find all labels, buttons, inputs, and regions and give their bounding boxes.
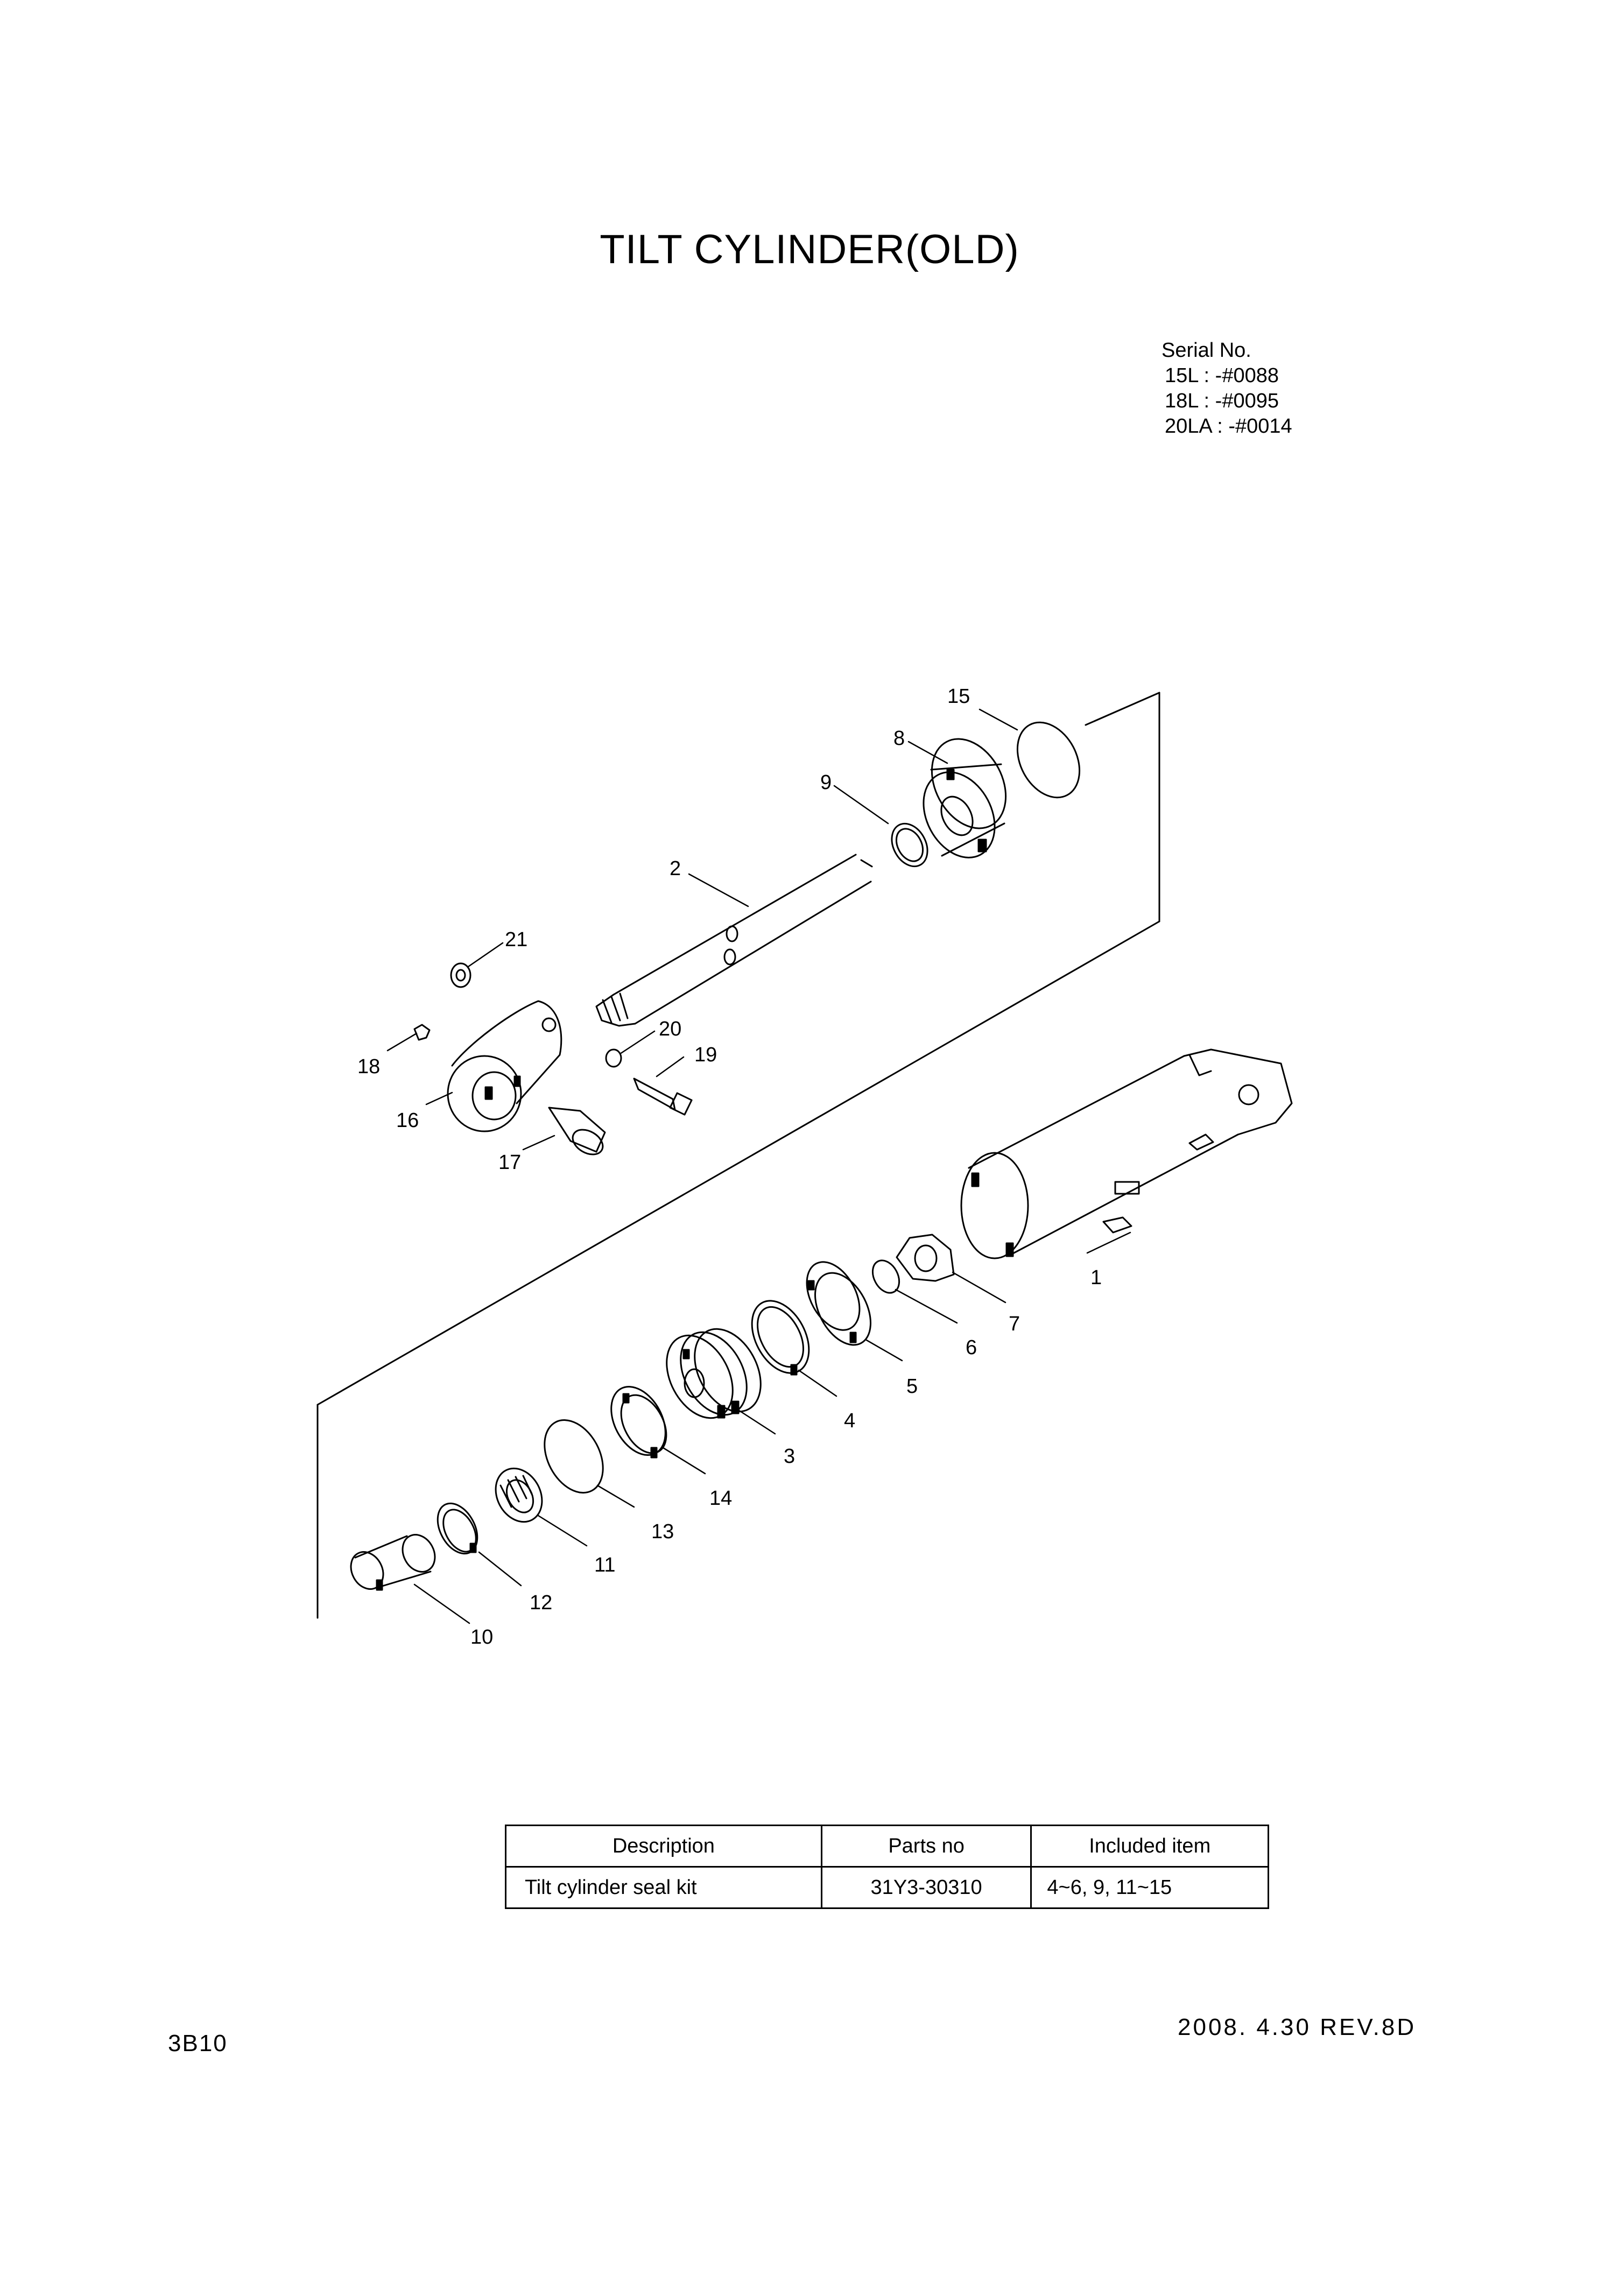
callout-3: 3	[784, 1445, 795, 1468]
page-title: TILT CYLINDER(OLD)	[600, 227, 1019, 272]
part-14-back-up-ring	[610, 1386, 667, 1459]
callout-15: 15	[947, 685, 970, 708]
callout-12: 12	[530, 1591, 552, 1614]
callout-19: 19	[694, 1044, 717, 1066]
callout-9: 9	[820, 771, 832, 794]
callout-21: 21	[505, 928, 527, 951]
part-6-o-ring	[871, 1259, 900, 1294]
cell-parts-no: 31Y3-30310	[820, 1866, 1032, 1909]
part-1-tube-assembly	[960, 1048, 1293, 1259]
callout-18: 18	[357, 1055, 380, 1078]
callout-numbers: 1 2 3 4 5 6 7 8 9 10 11 12 13 14 15 16 1…	[357, 685, 1102, 1649]
part-12-dust-wiper	[437, 1502, 478, 1555]
part-15-o-ring	[1016, 721, 1081, 799]
callout-16: 16	[396, 1109, 419, 1132]
serial-line-20la: 20LA : -#0014	[1165, 415, 1292, 438]
part-7-nut	[896, 1234, 955, 1282]
table-header-row: Description Parts no Included item	[505, 1825, 1269, 1868]
serial-line-18l: 18L : -#0095	[1165, 390, 1279, 412]
serial-heading: Serial No.	[1162, 339, 1251, 362]
column-header-parts-no: Parts no	[820, 1825, 1032, 1868]
callout-4: 4	[844, 1410, 855, 1432]
callout-17: 17	[498, 1151, 521, 1174]
callout-13: 13	[651, 1520, 674, 1543]
callout-7: 7	[1009, 1313, 1020, 1335]
callout-14: 14	[709, 1487, 732, 1510]
part-21-nut	[450, 962, 471, 988]
part-4-piston-seal	[751, 1300, 810, 1376]
callout-11: 11	[594, 1554, 615, 1576]
callout-20: 20	[659, 1018, 681, 1040]
table-row: Tilt cylinder seal kit 31Y3-30310 4~6, 9…	[505, 1866, 1269, 1909]
cell-included-item: 4~6, 9, 11~15	[1030, 1866, 1269, 1909]
part-11-rod-seal	[495, 1467, 543, 1523]
part-19-bolt	[633, 1077, 693, 1116]
serial-line-15l: 15L : -#0088	[1165, 364, 1279, 387]
callout-8: 8	[893, 727, 905, 750]
callout-6: 6	[966, 1336, 977, 1359]
part-5-wear-ring	[806, 1261, 871, 1346]
callout-leader-lines	[386, 708, 1131, 1624]
callout-1: 1	[1090, 1266, 1102, 1289]
serial-number-block: Serial No. 15L : -#0088 18L : -#0095 20L…	[1162, 338, 1292, 439]
part-20-washer	[605, 1048, 622, 1068]
page-code: 3B10	[168, 2030, 228, 2056]
callout-5: 5	[906, 1375, 918, 1398]
part-9-retaining-ring	[891, 822, 928, 868]
part-17-bushing	[548, 1107, 606, 1156]
part-16-rod-eye	[447, 1000, 562, 1132]
part-3-piston	[666, 1328, 762, 1419]
exploded-boundary-frame	[316, 692, 1160, 1619]
part-8-rod-cover	[923, 738, 1007, 858]
part-13-o-ring	[544, 1419, 604, 1494]
callout-2: 2	[670, 857, 681, 880]
column-header-description: Description	[505, 1825, 822, 1868]
column-header-included-item: Included item	[1030, 1825, 1269, 1868]
callout-10: 10	[470, 1626, 493, 1649]
date-revision: 2008. 4.30 REV.8D	[1178, 2014, 1417, 2040]
cell-description: Tilt cylinder seal kit	[505, 1866, 822, 1909]
part-18-grease-nipple	[413, 1024, 431, 1041]
part-2-piston-rod	[595, 854, 873, 1027]
part-10-bushing	[350, 1534, 436, 1591]
seal-kit-table: Description Parts no Included item Tilt …	[505, 1825, 1269, 1909]
